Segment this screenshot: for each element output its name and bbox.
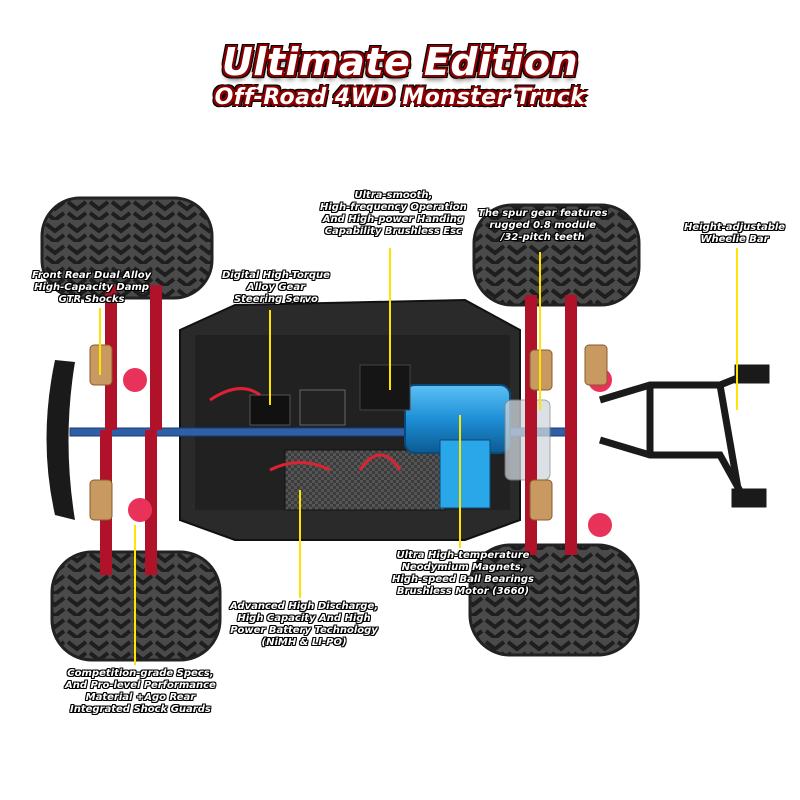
headline-title: Ultimate Edition <box>221 40 578 84</box>
callout-spur-gear: The spur gear features rugged 0.8 module… <box>478 208 608 243</box>
callout-esc: Ultra-smooth, High-frequency Operation A… <box>320 190 467 237</box>
callout-wheelie-bar: Height-adjustable Wheelie Bar <box>684 222 786 245</box>
front-suspension <box>89 285 162 575</box>
wheelie-bar <box>598 364 770 508</box>
callout-servo: Digital High-Torque Alloy Gear Steering … <box>222 270 330 305</box>
esc-unit <box>359 364 411 411</box>
tire-rear-right <box>468 543 640 657</box>
front-bumper <box>46 360 75 520</box>
battery-pack <box>284 449 446 511</box>
callout-motor: Ultra High-temperature Neodymium Magnets… <box>392 550 534 597</box>
headline-subtitle: Off-Road 4WD Monster Truck <box>214 85 586 110</box>
tire-front-left <box>40 196 214 300</box>
receiver <box>299 389 346 426</box>
callout-specs: Competition-grade Specs, And Pro-level P… <box>65 668 216 715</box>
tire-front-right <box>472 203 641 307</box>
leader-lines <box>99 248 738 665</box>
callout-shocks: Front Rear Dual Alloy High-Capacity Damp… <box>32 270 152 305</box>
wiring <box>209 387 402 472</box>
callout-battery: Advanced High Discharge, High Capacity A… <box>230 601 379 648</box>
